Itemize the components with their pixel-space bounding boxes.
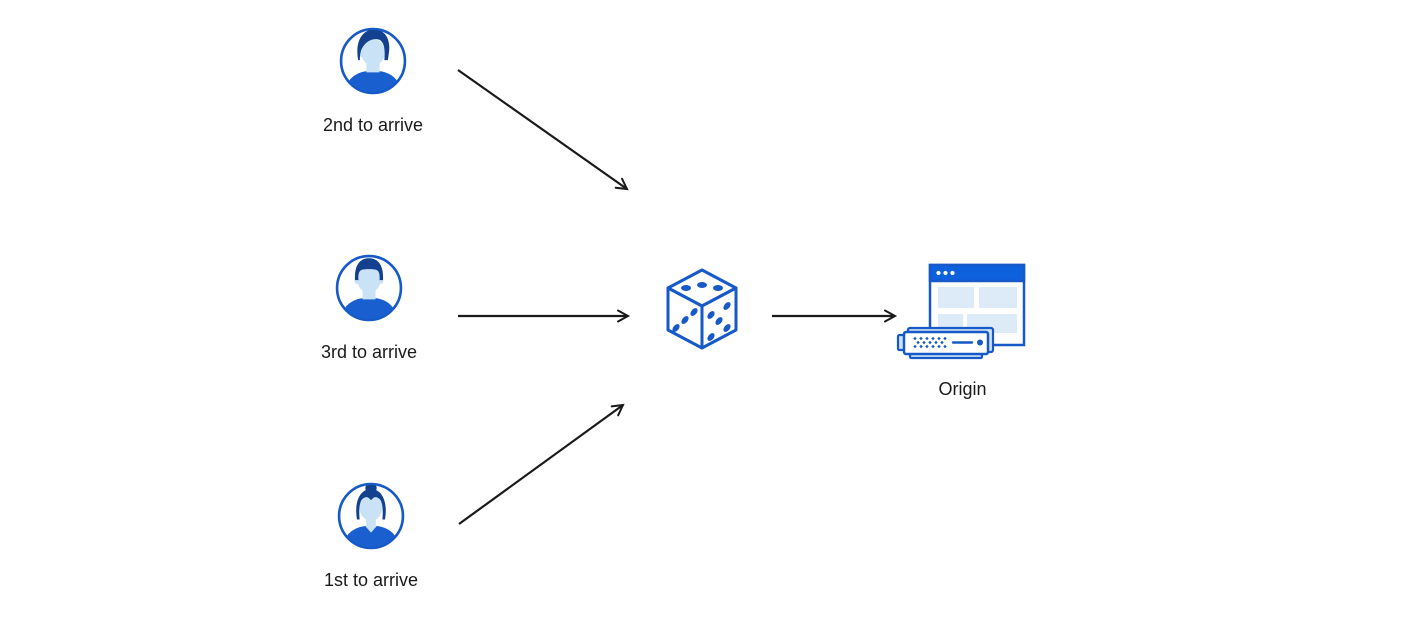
dice-icon bbox=[666, 268, 738, 350]
node-label-visitor-3rd: 3rd to arrive bbox=[320, 342, 418, 362]
node-origin: Origin bbox=[895, 262, 1030, 400]
man-short-hair-avatar-icon bbox=[335, 254, 403, 322]
woman-avatar-icon bbox=[337, 482, 405, 550]
server-icon bbox=[896, 326, 995, 360]
node-visitor-1st: 1st to arrive bbox=[306, 481, 436, 591]
man-avatar-icon bbox=[339, 27, 407, 95]
arrow-visitor-1st-to-dice bbox=[458, 403, 625, 525]
origin-server-icon bbox=[896, 263, 1026, 360]
node-visitor-2nd: 2nd to arrive bbox=[308, 26, 438, 136]
node-label-visitor-2nd: 2nd to arrive bbox=[322, 115, 424, 135]
node-dice bbox=[664, 266, 740, 352]
arrow-visitor-2nd-to-dice bbox=[457, 69, 629, 191]
node-label-visitor-1st: 1st to arrive bbox=[323, 570, 419, 590]
node-label-origin: Origin bbox=[938, 379, 987, 399]
node-visitor-3rd: 3rd to arrive bbox=[304, 253, 434, 363]
